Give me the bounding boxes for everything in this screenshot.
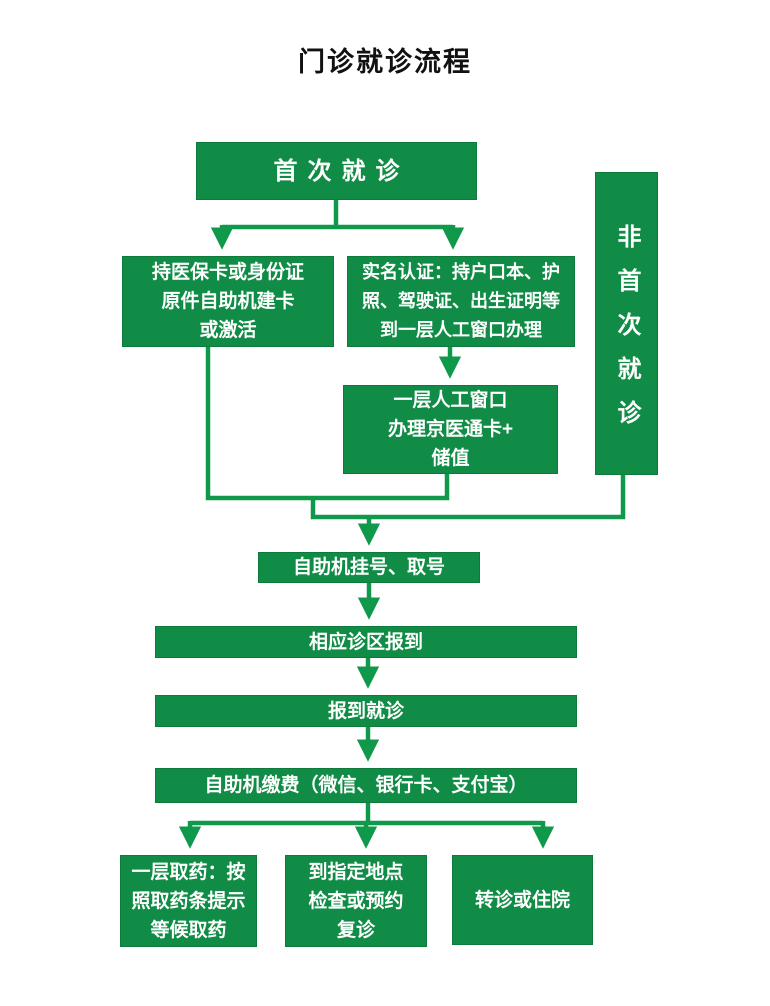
node-label-line: 持医保卡或身份证	[151, 262, 304, 283]
node-pickup-medicine: 一层取药：按 照取药条提示 等候取药	[120, 855, 257, 947]
node-area-checkin: 相应诊区报到	[155, 626, 577, 658]
node-checkin-visit: 报到就诊	[155, 695, 577, 727]
node-label: 转诊或住院	[474, 889, 570, 911]
node-label: 自助机缴费（微信、银行卡、支付宝）	[204, 775, 528, 796]
node-label-line: 一层人工窗口	[393, 390, 508, 411]
node-label-line: 复诊	[336, 919, 375, 941]
edge-merge-insurance-jingyitong	[205, 347, 450, 501]
node-label-line: 照、驾驶证、出生证明等	[362, 291, 560, 311]
edge-merge-non-first-visit	[310, 475, 626, 520]
node-self-pay: 自助机缴费（微信、银行卡、支付宝）	[155, 768, 577, 803]
node-label-line: 原件自助机建卡	[161, 291, 295, 312]
node-self-register: 自助机挂号、取号	[258, 552, 480, 583]
node-label-line: 检查或预约	[308, 890, 404, 912]
node-label: 自助机挂号、取号	[292, 557, 445, 578]
page-title: 门诊就诊流程	[298, 47, 472, 77]
node-transfer-or-hospitalize: 转诊或住院	[452, 855, 593, 945]
node-label: 报到就诊	[327, 700, 404, 722]
node-label-line: 到指定地点	[308, 861, 404, 883]
node-label-line: 到一层人工窗口办理	[380, 320, 542, 340]
node-label-line: 储值	[431, 448, 470, 469]
node-jingyitong-card: 一层人工窗口 办理京医通卡+ 储值	[343, 385, 558, 474]
node-real-name-auth: 实名认证：持户口本、护 照、驾驶证、出生证明等 到一层人工窗口办理	[347, 256, 575, 347]
node-insurance-card: 持医保卡或身份证 原件自助机建卡 或激活	[122, 256, 334, 347]
node-label-line: 实名认证：持户口本、护	[362, 262, 560, 282]
node-label-line: 等候取药	[150, 919, 227, 941]
node-non-first-visit: 非首次就诊	[595, 172, 658, 475]
node-label: 非首次就诊	[613, 223, 640, 444]
node-first-visit: 首次就诊	[196, 142, 477, 200]
node-label-line: 照取药条提示	[131, 890, 246, 912]
node-label: 首次就诊	[273, 157, 410, 185]
node-label-line: 一层取药：按	[131, 861, 246, 883]
node-label-line: 办理京医通卡+	[387, 419, 514, 440]
node-label: 相应诊区报到	[308, 631, 423, 653]
node-exam-or-followup: 到指定地点 检查或预约 复诊	[285, 855, 427, 947]
node-label-line: 或激活	[199, 320, 257, 341]
